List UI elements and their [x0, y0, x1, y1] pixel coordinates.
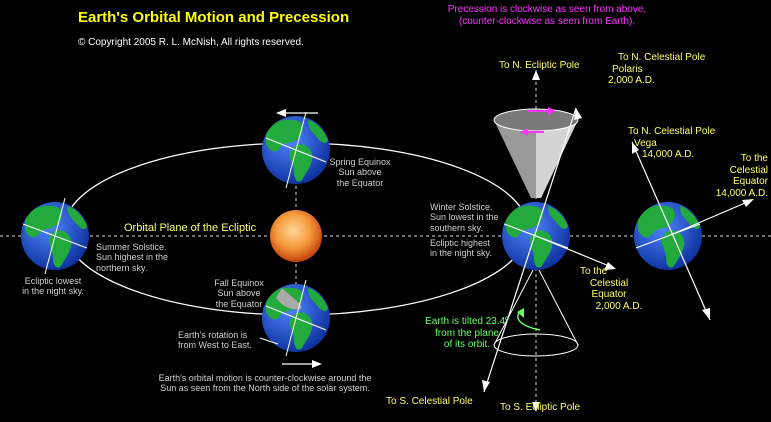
page-title: Earth's Orbital Motion and Precession — [78, 9, 350, 26]
n-ecliptic-pole-label: To N. Ecliptic Pole — [499, 60, 580, 71]
earth-spring-equinox — [262, 111, 330, 189]
orbital-plane-label: Orbital Plane of the Ecliptic — [124, 222, 257, 234]
precession-note: Precession is clockwise as seen from abo… — [447, 4, 647, 27]
earth-fall-equinox — [262, 279, 330, 357]
earth-axis-14000ad — [631, 141, 711, 321]
copyright-text: © Copyright 2005 R. L. McNish, All right… — [78, 37, 304, 48]
orbital-motion-note: Earth's orbital motion is counter-clockw… — [158, 373, 372, 394]
celestial-equator-14000-label: To the Celestial Equator 14,000 A.D. — [715, 153, 768, 199]
sun — [270, 210, 322, 262]
earth-summer-solstice — [21, 197, 89, 275]
s-celestial-pole-label: To S. Celestial Pole — [386, 396, 473, 407]
s-ecliptic-pole-label: To S. Ecliptic Pole — [500, 402, 581, 413]
precession-cone-bottom — [493, 333, 579, 357]
vega-label: To N. Celestial Pole Vega 14,000 A.D. — [628, 126, 716, 160]
earth-axis-2000ad — [483, 107, 577, 393]
celestial-equator-2000-label: To the Celestial Equator 2,000 A.D. — [580, 266, 643, 312]
polaris-label: To N. Celestial Pole Polaris 2,000 A.D. — [608, 52, 706, 86]
